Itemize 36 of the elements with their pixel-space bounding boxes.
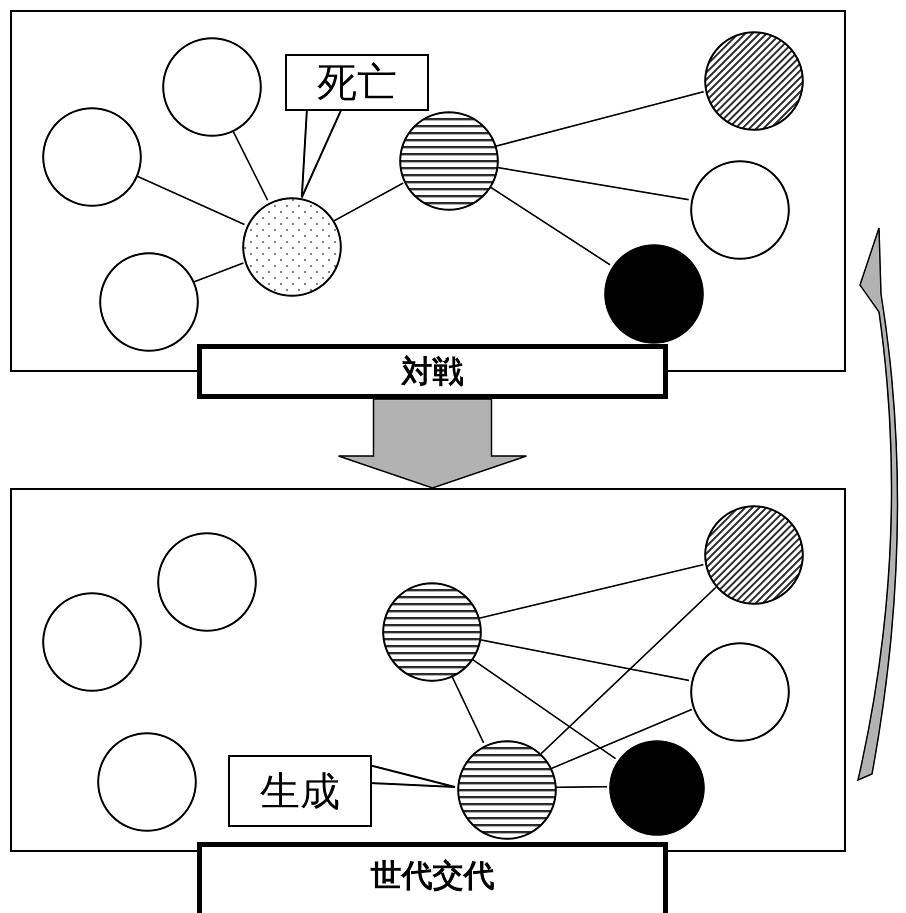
- connector-line: [540, 586, 716, 754]
- connector-line: [333, 182, 404, 222]
- circle: [99, 252, 199, 352]
- circle: [97, 732, 197, 832]
- caption-box: 世代交代: [197, 842, 668, 913]
- circle: [690, 642, 790, 742]
- circle: [157, 532, 257, 632]
- curved-arrow: [857, 227, 898, 781]
- dotted-circle: [242, 197, 342, 297]
- striped-circle: [399, 111, 499, 211]
- connector-line: [478, 638, 690, 682]
- connector-line: [193, 262, 244, 283]
- connector-line: [496, 166, 689, 200]
- block-arrow: [338, 398, 528, 489]
- connector-line: [554, 786, 608, 788]
- circle: [690, 160, 790, 260]
- connector-line: [232, 129, 268, 201]
- circle: [42, 107, 142, 207]
- panel-frame: [10, 488, 846, 852]
- connector-line: [135, 174, 245, 226]
- solid-circle: [609, 740, 705, 836]
- hatched-circle: [704, 31, 804, 131]
- connector-line: [450, 674, 484, 744]
- circle: [162, 37, 262, 137]
- connector-line: [488, 186, 610, 266]
- striped-circle: [457, 740, 557, 840]
- callout-box: 生成: [228, 755, 372, 827]
- striped-circle: [382, 582, 482, 682]
- connector-line: [478, 564, 704, 620]
- caption-box: 対戦: [197, 344, 668, 399]
- hatched-circle: [704, 505, 804, 605]
- circle: [42, 592, 142, 692]
- solid-circle: [604, 244, 704, 344]
- connector-line: [550, 708, 692, 770]
- connector-line: [495, 90, 704, 148]
- connector-line: [470, 658, 616, 760]
